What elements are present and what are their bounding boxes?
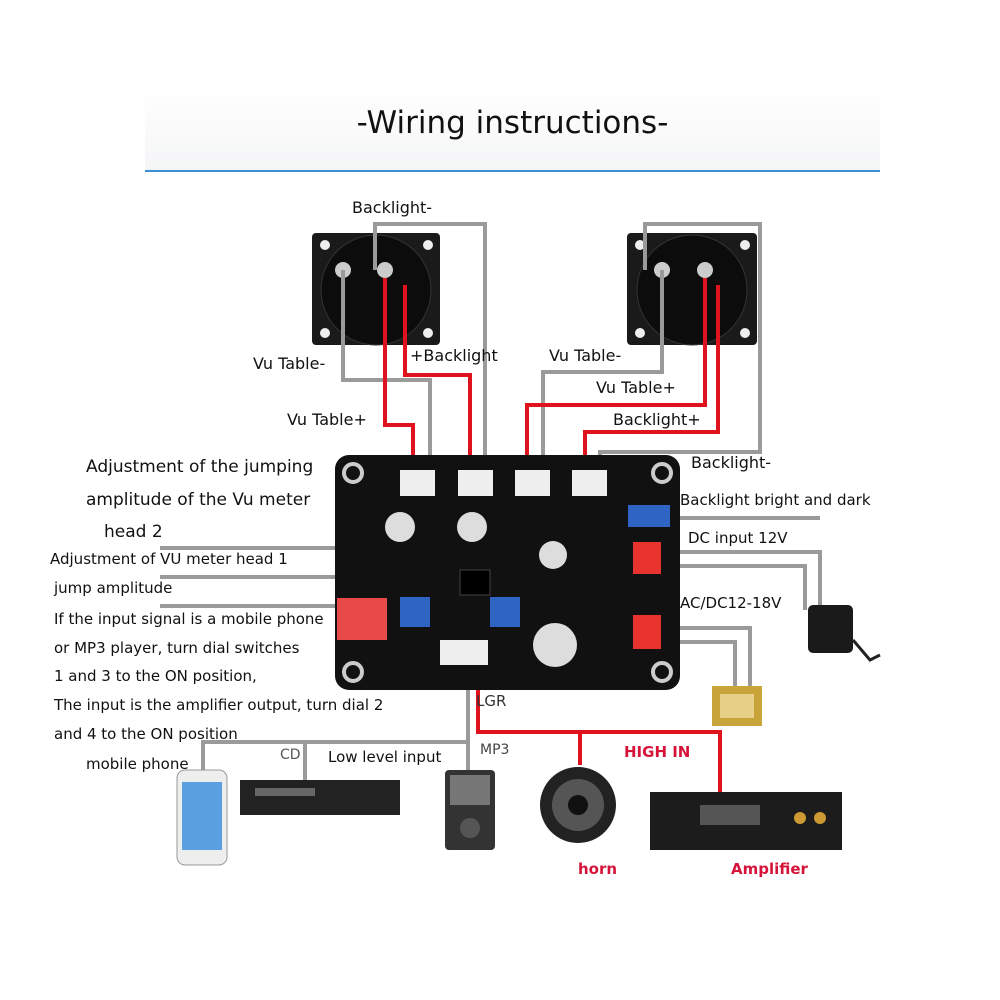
label-switch-2: or MP3 player, turn dial switches — [54, 639, 300, 657]
amplifier-image — [650, 792, 842, 850]
label-switch-1: If the input signal is a mobile phone — [54, 610, 324, 628]
label-lgr: LGR — [476, 692, 507, 710]
label-adj-head2-3: head 2 — [104, 522, 163, 542]
label-adj-head1-1: Adjustment of VU meter head 1 — [50, 550, 288, 568]
power-adapter-image — [808, 605, 881, 662]
label-switch-5: and 4 to the ON position — [54, 725, 238, 743]
label-adj-head2-1: Adjustment of the jumping — [86, 457, 314, 477]
label-vu-table-minus-right: Vu Table- — [549, 346, 622, 365]
label-backlight-plus-right: Backlight+ — [613, 410, 701, 429]
label-mp3: MP3 — [480, 742, 510, 758]
label-switch-4: The input is the amplifier output, turn … — [54, 696, 384, 714]
label-adj-head2-2: amplitude of the Vu meter — [86, 490, 311, 510]
label-switch-3: 1 and 3 to the ON position, — [54, 667, 257, 685]
label-backlight-minus-left: Backlight- — [352, 198, 433, 217]
phone-image — [176, 769, 228, 866]
label-amplifier: Amplifier — [731, 860, 808, 878]
cd-player-image — [240, 780, 400, 815]
label-dc-input: DC input 12V — [688, 529, 788, 547]
vu-driver-board — [335, 455, 680, 690]
speaker-image — [540, 767, 616, 843]
label-low-level-input: Low level input — [328, 748, 442, 766]
header-background — [145, 88, 880, 172]
label-plus-backlight-left: +Backlight — [410, 346, 498, 365]
transformer-image — [712, 686, 762, 726]
label-vu-table-plus-right: Vu Table+ — [596, 378, 676, 397]
label-horn: horn — [578, 860, 618, 878]
header-divider — [145, 170, 880, 172]
label-mobile-phone: mobile phone — [86, 755, 189, 773]
label-adj-head1-2: jump amplitude — [54, 579, 173, 597]
label-cd: CD — [280, 747, 301, 763]
mp3-player-image — [445, 770, 495, 850]
label-backlight-minus-right: Backlight- — [691, 453, 772, 472]
page-title: -Wiring instructions- — [356, 105, 669, 141]
label-ac-dc: AC/DC12-18V — [680, 594, 782, 612]
label-vu-table-minus-left: Vu Table- — [253, 354, 326, 373]
label-vu-table-plus-left: Vu Table+ — [287, 410, 367, 429]
label-backlight-bright-dark: Backlight bright and dark — [680, 491, 871, 509]
label-high-in: HIGH IN — [624, 743, 691, 761]
